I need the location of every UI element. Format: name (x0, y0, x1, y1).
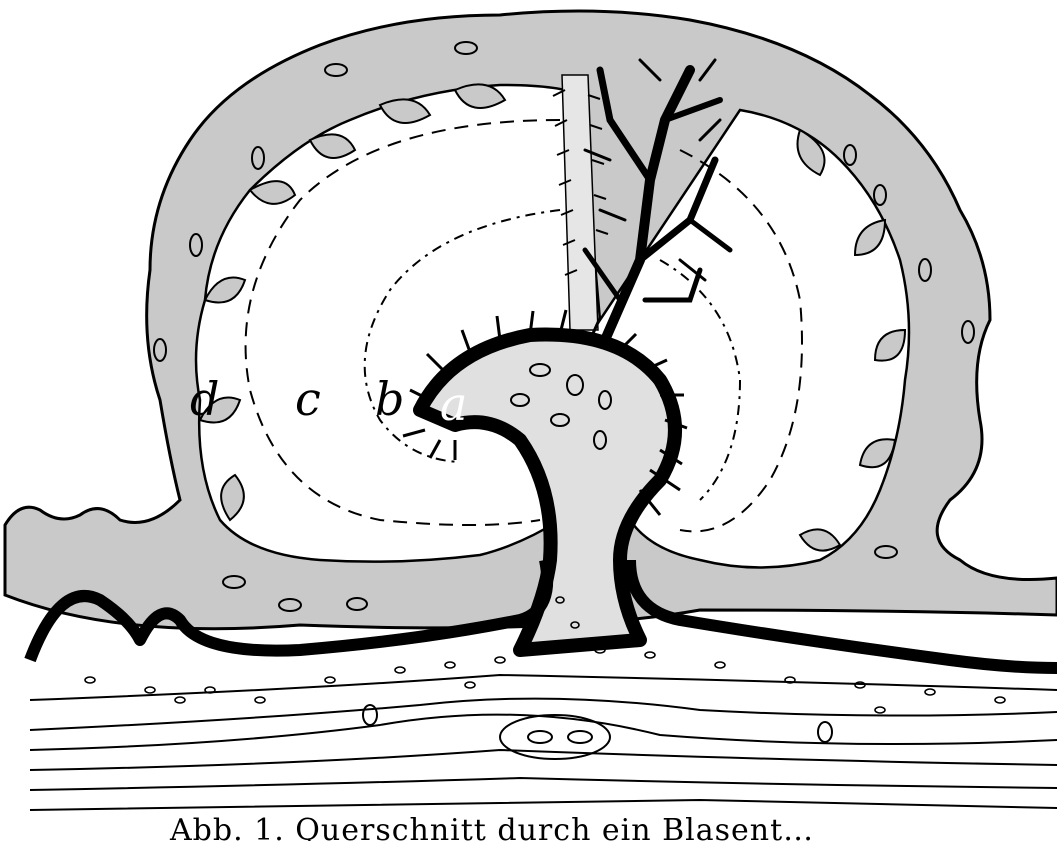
label-b: b (375, 372, 404, 426)
label-a: a (440, 377, 467, 431)
connective-tissue (30, 675, 1057, 810)
figure-caption: Abb. 1. Querschnitt durch ein Blasent… (169, 813, 814, 841)
label-d: d (190, 372, 219, 426)
label-c: c (295, 372, 321, 426)
